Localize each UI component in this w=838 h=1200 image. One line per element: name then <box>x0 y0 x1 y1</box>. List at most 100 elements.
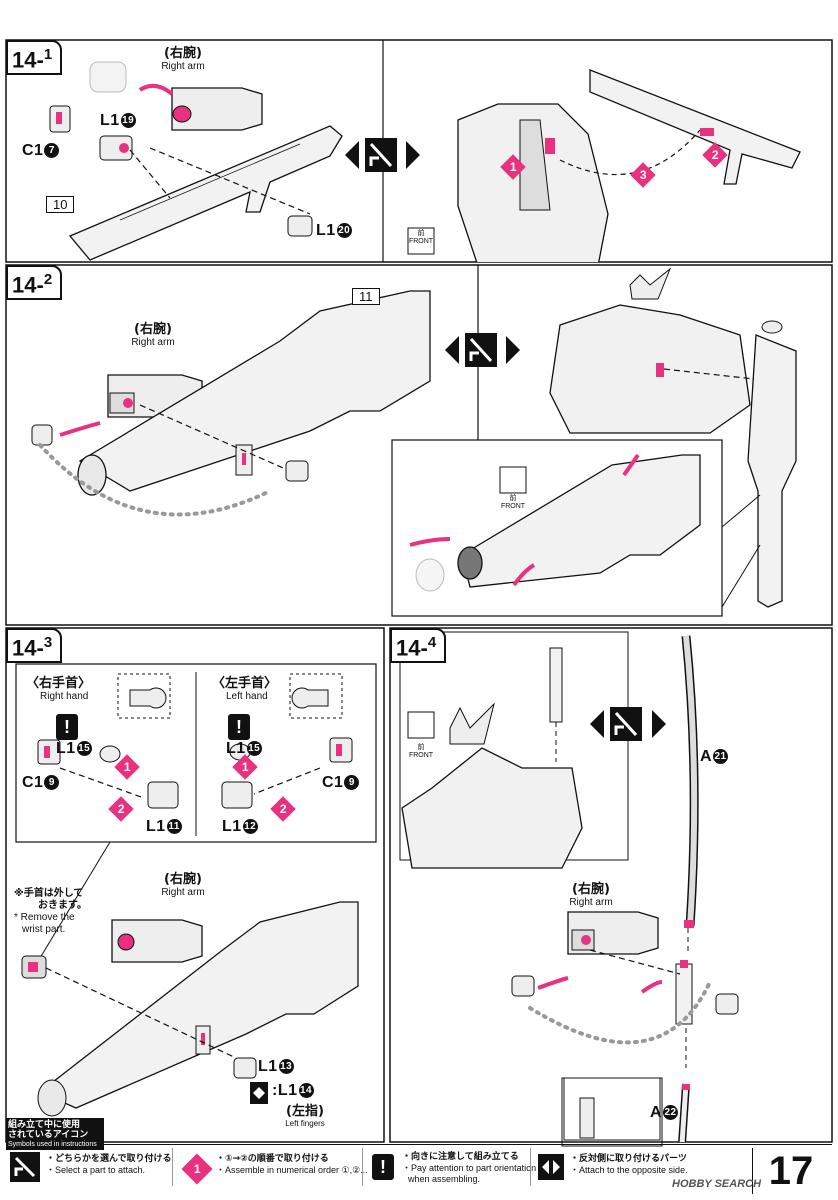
part-code: L1 <box>226 740 246 757</box>
bazooka-vertical <box>747 334 797 608</box>
step-number: 14 <box>396 635 421 661</box>
part-l1-13 <box>233 1057 257 1079</box>
right-arm-label-jp: (右腕) <box>164 46 202 61</box>
step-label-14-4: 14-4 <box>390 628 447 664</box>
front-badge-3: 前 FRONT <box>408 742 434 759</box>
legend-order: ・①→②の順番で取り付ける ・Assemble in numerical ord… <box>216 1154 368 1175</box>
right-arm-label-jp: (右腕) <box>134 322 172 337</box>
part-code: L1 <box>100 112 120 129</box>
right-arm <box>171 87 263 131</box>
robot-body <box>549 304 751 434</box>
antenna-part <box>549 647 563 723</box>
right-arm-label-jp: (右腕) <box>164 872 202 887</box>
hand-part <box>511 975 535 997</box>
ghost-hand <box>89 61 127 93</box>
step-number: 14 <box>12 635 37 661</box>
right-arm-label: (右腕) Right arm <box>148 42 218 72</box>
right-arm-label-en: Right arm <box>161 887 205 898</box>
part-number-11: 11 <box>352 288 380 305</box>
step-sub: 2 <box>43 271 53 288</box>
step-sub: 4 <box>427 634 437 651</box>
part-number-10: 10 <box>46 196 75 213</box>
right-arm-label-jp: (右腕) <box>572 882 610 897</box>
part-code: C1 <box>22 774 44 791</box>
front-badge-jp: 前 <box>417 744 425 751</box>
hand-part-right <box>285 460 309 482</box>
step-14-1-illustration <box>49 61 801 262</box>
right-hand-label-en: Right hand <box>40 691 89 702</box>
part-index: 11 <box>166 819 182 835</box>
robot-upper-body <box>401 747 583 869</box>
step-14-3-illustration <box>21 673 359 1117</box>
bazooka-assembled <box>38 901 359 1109</box>
front-badge-en: FRONT <box>408 752 434 759</box>
right-arm-label-en: Right arm <box>131 337 175 348</box>
orientation-icon: ! <box>372 1154 394 1180</box>
step-14-4-illustration <box>401 635 739 1142</box>
right-hand-label: 〈右手首〉 Right hand <box>26 672 106 702</box>
left-hand-label-en: Left hand <box>226 691 268 702</box>
page-number: 17 <box>752 1148 829 1194</box>
step-number: 14 <box>12 47 37 73</box>
step-number: 14 <box>12 272 37 298</box>
hand-part <box>31 424 53 446</box>
right-hand-label-jp: 〈右手首〉 <box>26 676 92 691</box>
watermark: HOBBY SEARCH <box>672 1178 762 1190</box>
footer-divider-3 <box>530 1148 531 1186</box>
step-sub: 1 <box>43 46 53 63</box>
part-l1-11 <box>147 781 179 809</box>
part-index: 20 <box>336 223 352 239</box>
part-l1-12 <box>221 781 253 809</box>
inset-bazooka <box>461 454 701 588</box>
step-label-14-1: 14-1 <box>6 40 63 76</box>
part-index: 12 <box>242 819 258 835</box>
step-label-14-3: 14-3 <box>6 628 63 664</box>
legend-select: ・どちらかを選んで取り付ける ・Select a part to attach. <box>46 1154 172 1175</box>
part-code: C1 <box>322 774 344 791</box>
part-code: L1 <box>56 740 76 757</box>
part-code: L1 <box>146 818 166 835</box>
select-icon <box>10 1152 40 1182</box>
part-index: 9 <box>44 775 60 791</box>
footer-heading: 組み立て中に使用 されているアイコン Symbols used in instr… <box>6 1118 104 1150</box>
part-index: 9 <box>344 775 360 791</box>
part-code: L1 <box>258 1058 278 1075</box>
right-arm-label-2: (右腕) Right arm <box>118 318 188 348</box>
left-hand-label: 〈左手首〉 Left hand <box>212 672 292 702</box>
part-l1-20 <box>287 215 313 237</box>
front-badge: 前 FRONT <box>408 228 434 245</box>
footer-divider-2 <box>362 1148 363 1186</box>
part-code: :L1 <box>272 1082 298 1099</box>
part-index: 14 <box>298 1083 314 1099</box>
right-arm-label-4: (右腕) Right arm <box>556 878 626 908</box>
right-arm-label-3: (右腕) Right arm <box>148 868 218 898</box>
part-index: 13 <box>278 1059 294 1075</box>
left-hand-label-jp: 〈左手首〉 <box>212 676 278 691</box>
part-index: 22 <box>663 1105 679 1121</box>
part-code: L1 <box>222 818 242 835</box>
part-l1-19 <box>99 135 133 161</box>
footer-divider-1 <box>172 1148 173 1186</box>
part-code: C1 <box>22 142 44 159</box>
rifle-10 <box>68 125 343 261</box>
part-code: A <box>650 1104 663 1121</box>
front-badge-en: FRONT <box>500 503 526 510</box>
hand-part-right <box>715 993 739 1015</box>
step-14-2-illustration <box>31 267 797 608</box>
footer-divider <box>6 1144 832 1145</box>
right-arm-label-en: Right arm <box>569 897 613 908</box>
rifle-mounted <box>589 69 801 185</box>
front-badge-en: FRONT <box>408 238 434 245</box>
orientation-warning-icon: ! <box>56 714 78 740</box>
remove-wrist-note: ※手首は外して おきます。 * Remove the wrist part. <box>14 888 87 935</box>
part-index: 19 <box>120 113 136 129</box>
